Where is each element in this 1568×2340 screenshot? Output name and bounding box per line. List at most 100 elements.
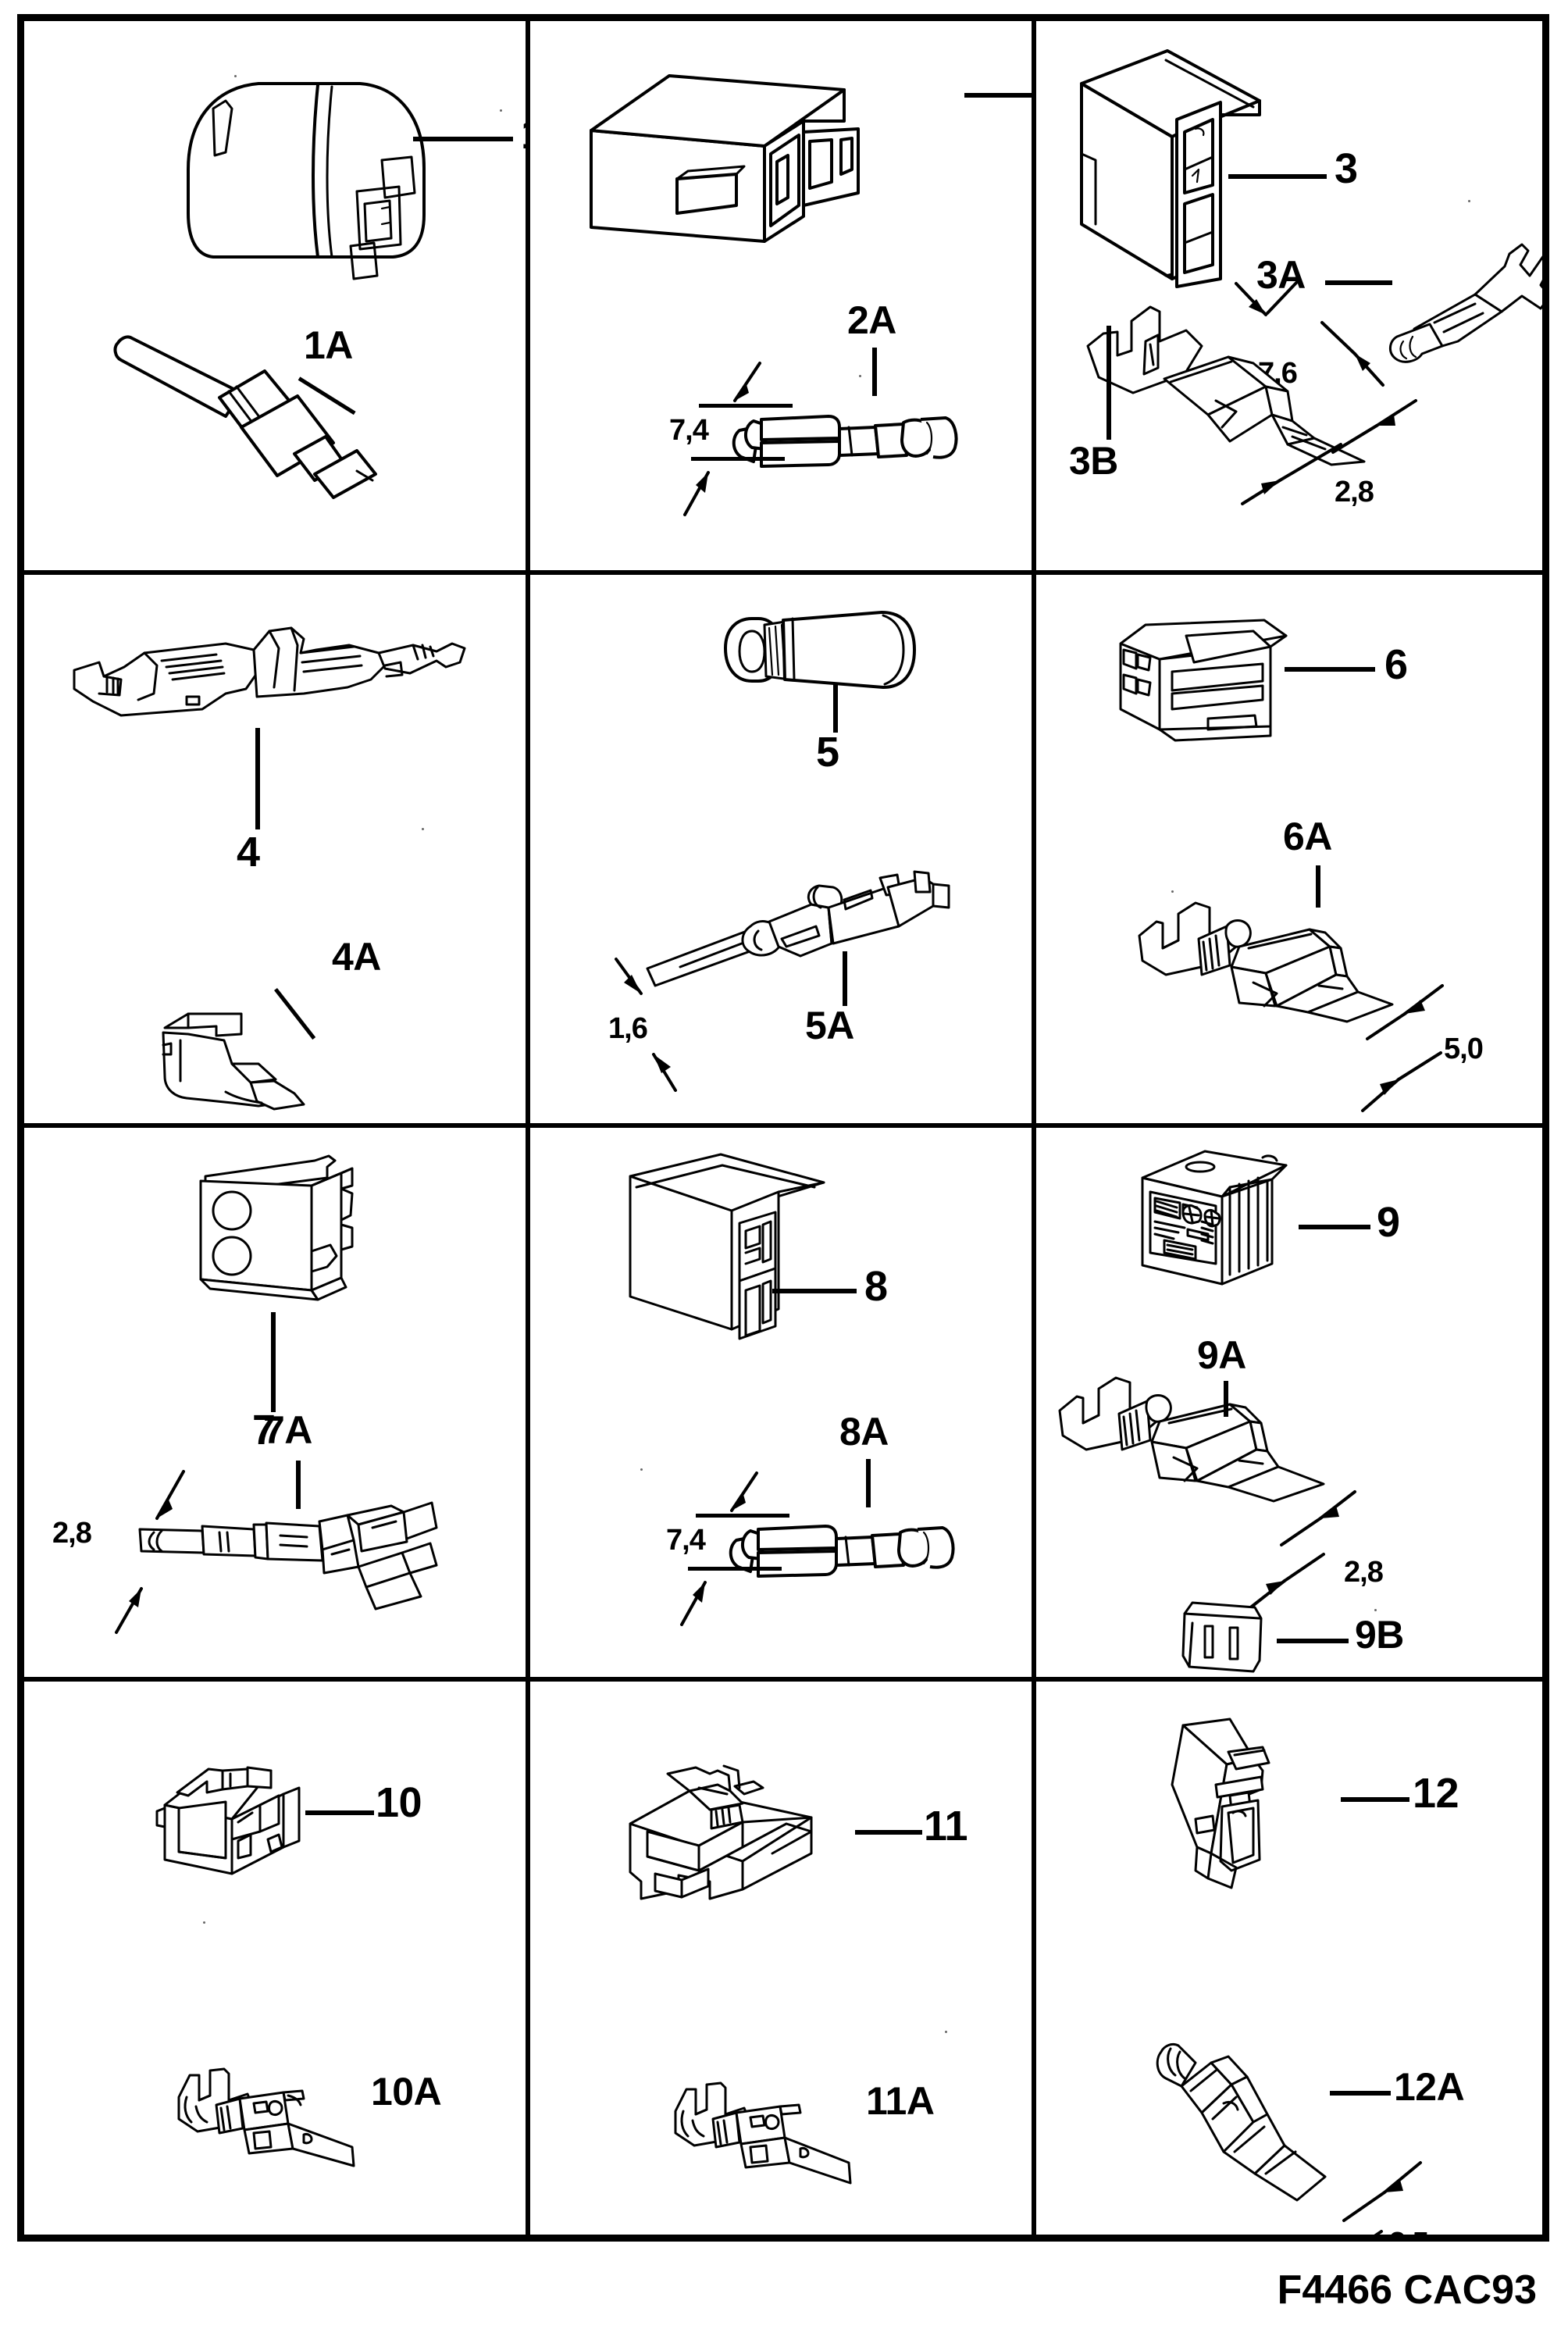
part-label-10: 10	[376, 1778, 422, 1826]
cell-7[interactable]: 7	[24, 1128, 530, 1682]
part-label-5a: 5A	[805, 1003, 854, 1047]
part-label-6: 6	[1384, 640, 1408, 688]
dim-arrows-8a	[665, 1467, 805, 1639]
connector-housing-1-drawing	[165, 60, 493, 294]
dimension-8a: 7,4	[666, 1524, 706, 1557]
leader-line-4	[255, 727, 260, 829]
part-label-8a: 8A	[839, 1410, 889, 1454]
cell-10[interactable]: 10 10A	[24, 1681, 530, 2235]
dim-arrows-3a	[1222, 279, 1417, 419]
cell-4[interactable]: 4 4A	[24, 574, 530, 1128]
part-label-1: 1	[521, 113, 526, 155]
cell-12[interactable]: 12 12A	[1036, 1682, 1542, 2235]
bullet-sleeve-5-drawing	[718, 605, 952, 706]
part-label-9a: 9A	[1197, 1333, 1246, 1377]
leader-line-5	[833, 683, 838, 733]
dim-arrows-9a	[1236, 1482, 1424, 1615]
dimension-7a: 2,8	[52, 1517, 92, 1550]
leader-line-12	[1341, 1796, 1409, 1802]
connector-assembly-4-drawing	[69, 622, 476, 739]
leader-line-9	[1299, 1225, 1370, 1229]
connector-housing-6-drawing	[1114, 615, 1364, 748]
connector-housing-3-drawing	[1074, 45, 1386, 318]
connector-housing-7-drawing	[196, 1150, 376, 1314]
leader-line-8a	[866, 1459, 871, 1507]
part-label-7: 7	[252, 1407, 276, 1454]
terminal-blade-6a-drawing	[1135, 892, 1424, 1025]
dim-arrows-3b	[1231, 393, 1434, 518]
dimension-5a: 1,6	[608, 1011, 648, 1045]
part-label-10a: 10A	[371, 2069, 442, 2113]
connector-housing-12-drawing	[1161, 1714, 1349, 1917]
leader-line-9b	[1277, 1639, 1349, 1643]
part-label-12a: 12A	[1394, 2064, 1465, 2109]
leader-line-8	[772, 1289, 857, 1293]
terminal-socket-3b-drawing	[1083, 296, 1388, 476]
parts-grid: 1 1A	[17, 14, 1549, 2242]
terminal-socket-2a-drawing	[730, 394, 996, 488]
leader-line-6	[1285, 666, 1375, 672]
part-label-11: 11	[924, 1802, 968, 1850]
connector-housing-10-drawing	[155, 1760, 312, 1885]
cell-9[interactable]: 9 9A	[1036, 1128, 1542, 1682]
leader-line-9a	[1224, 1381, 1228, 1417]
leader-line-3	[1228, 174, 1327, 179]
part-label-2a: 2A	[847, 298, 896, 342]
part-label-9: 9	[1377, 1199, 1400, 1246]
cell-3[interactable]: 3 3A 7,6	[1036, 21, 1542, 575]
part-label-9b: 9B	[1355, 1613, 1404, 1657]
leader-line-7a	[296, 1461, 301, 1509]
part-label-1a: 1A	[304, 323, 353, 367]
dim-arrows-5a	[605, 942, 730, 1098]
terminal-blade-9a-drawing	[1055, 1367, 1360, 1507]
part-label-12: 12	[1413, 1769, 1459, 1817]
part-label-8: 8	[864, 1263, 888, 1310]
leader-line-7	[271, 1312, 276, 1412]
connector-housing-2-drawing	[583, 60, 950, 263]
connector-housing-11-drawing	[624, 1760, 858, 1900]
terminal-blade-7a-drawing	[127, 1501, 447, 1626]
cell-1[interactable]: 1 1A	[24, 21, 530, 575]
leader-line-12a	[1330, 2090, 1391, 2096]
cell-5[interactable]: 5 5A	[530, 574, 1036, 1128]
dimension-6a: 5,0	[1444, 1032, 1484, 1065]
dim-line-8a-bottom	[688, 1567, 782, 1571]
dim-arrows-6a	[1360, 978, 1539, 1118]
part-label-11a: 11A	[866, 2078, 935, 2123]
dim-arrows-12a	[1295, 2156, 1483, 2235]
terminal-blade-10a-drawing	[173, 2064, 376, 2181]
part-label-3a: 3A	[1256, 253, 1306, 297]
cell-6[interactable]: 6 6A	[1036, 575, 1542, 1128]
leader-line-1	[413, 137, 513, 141]
part-label-7a: 7A	[263, 1408, 312, 1452]
leader-line-10	[305, 1810, 374, 1815]
cell-8[interactable]: 8 8A	[530, 1128, 1036, 1682]
connector-housing-8-drawing	[622, 1150, 857, 1345]
dim-arrows-7a	[109, 1464, 257, 1636]
part-label-3b: 3B	[1069, 439, 1118, 483]
cell-11[interactable]: 11 11A	[530, 1681, 1036, 2235]
terminal-pin-12a-drawing	[1155, 2028, 1405, 2200]
sheet-code: F4466 CAC93	[1277, 2267, 1537, 2313]
part-label-6a: 6A	[1283, 814, 1332, 858]
terminal-pin-1a-drawing	[110, 326, 438, 505]
leader-line-2a	[872, 348, 877, 396]
dimension-2a: 7,4	[669, 414, 709, 447]
terminal-blade-3a-drawing	[1383, 237, 1542, 377]
part-label-4: 4	[237, 828, 260, 876]
locking-wedge-9b-drawing	[1178, 1596, 1272, 1682]
dim-arrows-2a	[668, 357, 808, 529]
cell-2[interactable]: 2 2A	[530, 21, 1036, 575]
dim-line-2a-bottom	[691, 457, 785, 461]
dimension-9a: 2,8	[1344, 1556, 1384, 1589]
dimension-3b: 2,8	[1335, 476, 1374, 508]
leader-line-6a	[1316, 865, 1320, 908]
leader-line-3b	[1107, 326, 1111, 440]
dimension-12a: 3,5	[1389, 2228, 1429, 2235]
leader-line-3a	[1325, 280, 1392, 285]
leader-line-2	[964, 93, 1032, 98]
dim-line-2a-top	[699, 404, 793, 408]
leader-line-11	[855, 1829, 922, 1835]
terminal-pin-5a-drawing	[636, 872, 964, 1020]
